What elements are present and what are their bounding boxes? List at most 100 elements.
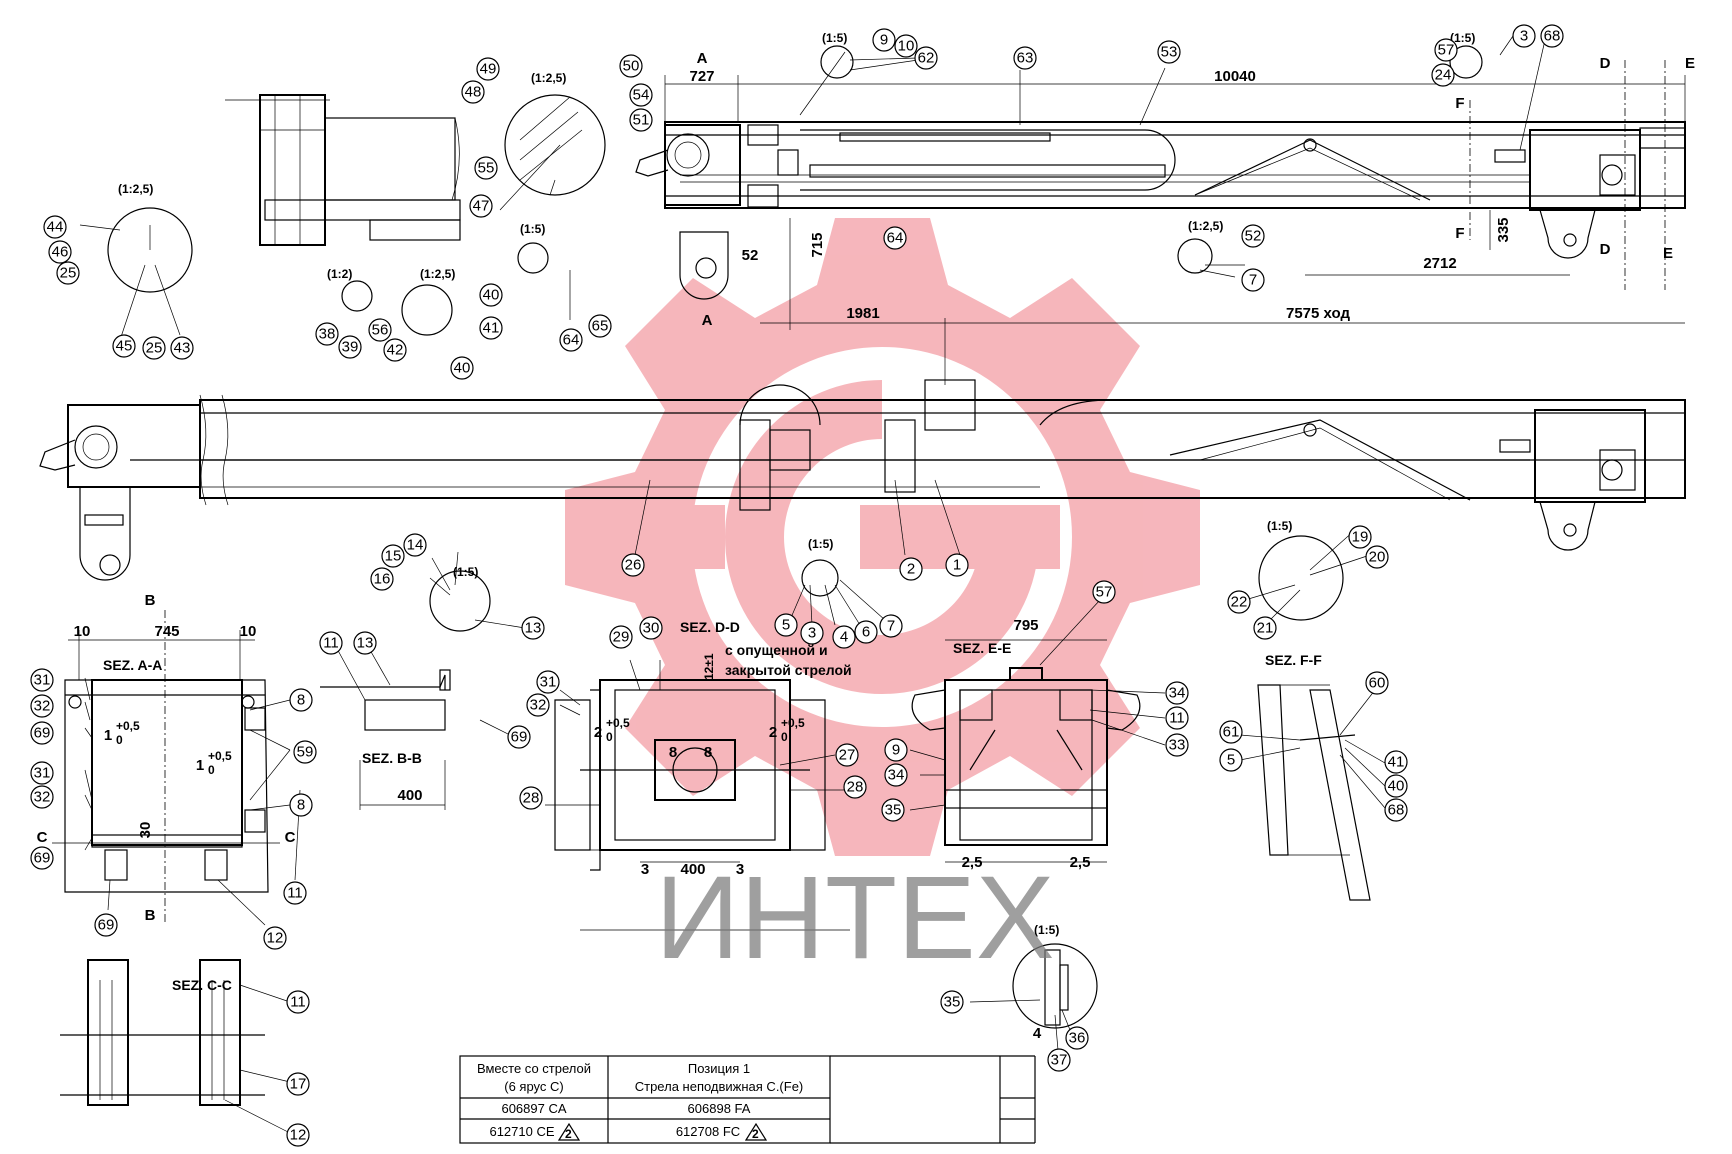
balloon-6: 6 [854, 620, 878, 644]
dim-8-right: 8 [704, 744, 712, 761]
balloon-53: 53 [1157, 40, 1181, 64]
section-mark-d-top: D [1600, 55, 1611, 72]
dim-2-5-left: 2,5 [962, 854, 983, 871]
title-block-header-1b: (6 ярус С) [504, 1079, 563, 1094]
dim-30: 30 [137, 822, 154, 839]
balloon-label: 55 [478, 160, 495, 177]
balloon-54: 54 [629, 83, 653, 107]
dim-10-left: 10 [74, 623, 91, 640]
balloon-63: 63 [1013, 46, 1037, 70]
balloon-36: 36 [1065, 1026, 1089, 1050]
balloon-69: 69 [507, 725, 531, 749]
balloon-5: 5 [1219, 748, 1243, 772]
title-block-cell-r2c2: 612708 FC [676, 1124, 740, 1139]
balloon-25: 25 [56, 261, 80, 285]
balloon-label: 62 [918, 50, 935, 67]
dim-400-b: 400 [397, 787, 422, 804]
dim-2-5-right: 2,5 [1070, 854, 1091, 871]
title-block-cell-r1c1: 606897 CA [501, 1101, 566, 1116]
balloon-64: 64 [883, 226, 907, 250]
balloon-label: 16 [374, 571, 391, 588]
section-b-b [320, 669, 451, 810]
balloon-label: 2 [907, 561, 915, 578]
balloon-13: 13 [353, 631, 377, 655]
balloon-31: 31 [30, 761, 54, 785]
balloon-28: 28 [843, 775, 867, 799]
balloon-8: 8 [289, 688, 313, 712]
balloon-34: 34 [1165, 681, 1189, 705]
watermark-logo [565, 218, 1200, 856]
balloon-59: 59 [293, 740, 317, 764]
detail-35-drawing [1044, 949, 1069, 1026]
tolerance-3: 2 0 +0,5 [594, 716, 630, 744]
revision-mark-2: 2 [752, 1127, 759, 1141]
balloon-21: 21 [1253, 616, 1277, 640]
scale-label: (1:2,5) [118, 182, 153, 196]
dimension-lines [664, 60, 1686, 385]
dim-745: 745 [154, 623, 179, 640]
balloon-label: 41 [1388, 754, 1405, 771]
balloon-label: 53 [1161, 44, 1178, 61]
balloon-35: 35 [881, 798, 905, 822]
balloon-label: 52 [1245, 228, 1262, 245]
balloon-label: 11 [287, 885, 303, 902]
balloon-label: 27 [839, 747, 856, 764]
balloon-38: 38 [315, 322, 339, 346]
balloon-28: 28 [519, 786, 543, 810]
section-mark-f-bottom: F [1455, 225, 1464, 242]
balloon-51: 51 [629, 108, 653, 132]
balloon-label: 12 [290, 1127, 307, 1144]
section-mark-e-top: E [1685, 55, 1695, 72]
balloon-11: 11 [1165, 706, 1189, 730]
balloon-label: 24 [1435, 67, 1452, 84]
balloon-label: 38 [319, 326, 336, 343]
balloon-label: 6 [862, 624, 870, 641]
balloon-label: 45 [116, 338, 133, 355]
section-title-c-c: SEZ. C-C [172, 977, 232, 993]
balloon-label: 8 [297, 692, 305, 709]
balloon-33: 33 [1165, 733, 1189, 757]
balloon-label: 25 [146, 340, 163, 357]
scale-label: (1:5) [1034, 923, 1059, 937]
balloon-31: 31 [30, 668, 54, 692]
balloon-40: 40 [1384, 774, 1408, 798]
boom-side-view [39, 379, 1686, 581]
balloon-label: 40 [1388, 778, 1405, 795]
section-c-c [60, 959, 265, 1106]
dim-10-right: 10 [240, 623, 257, 640]
dim-335: 335 [1495, 217, 1512, 242]
section-title-d-d: SEZ. D-D [680, 619, 740, 635]
tolerance-upper: +0,5 [606, 716, 630, 730]
section-mark-b-top: B [145, 592, 156, 609]
balloon-48: 48 [461, 80, 485, 104]
balloon-7: 7 [1241, 268, 1265, 292]
section-d-d [554, 679, 850, 931]
balloon-label: 69 [511, 729, 528, 746]
balloon-label: 32 [530, 697, 547, 714]
scale-labels: (1:5) (1:5) (1:2,5) (1:2,5) (1:5) (1:2) … [118, 31, 1475, 937]
dim-3-left: 3 [641, 861, 649, 878]
section-title-b-b: SEZ. B-B [362, 750, 422, 766]
balloon-label: 12 [267, 930, 284, 947]
balloon-label: 54 [633, 87, 650, 104]
balloon-label: 69 [34, 725, 51, 742]
balloon-label: 1 [953, 557, 961, 574]
balloon-32: 32 [30, 785, 54, 809]
balloon-label: 37 [1051, 1052, 1068, 1069]
balloon-label: 57 [1096, 584, 1113, 601]
balloon-label: 11 [1169, 710, 1185, 727]
dim-727: 727 [689, 68, 714, 85]
balloon-60: 60 [1365, 671, 1389, 695]
balloon-62: 62 [914, 46, 938, 70]
balloon-44: 44 [43, 215, 67, 239]
scale-label: (1:2,5) [420, 267, 455, 281]
balloon-label: 40 [454, 360, 471, 377]
balloon-label: 11 [290, 994, 306, 1011]
balloon-label: 33 [1169, 737, 1186, 754]
balloon-19: 19 [1348, 525, 1372, 549]
balloon-label: 68 [1544, 28, 1561, 45]
balloon-label: 34 [1169, 685, 1186, 702]
balloon-26: 26 [621, 553, 645, 577]
title-block-header-2a: Позиция 1 [688, 1061, 750, 1076]
